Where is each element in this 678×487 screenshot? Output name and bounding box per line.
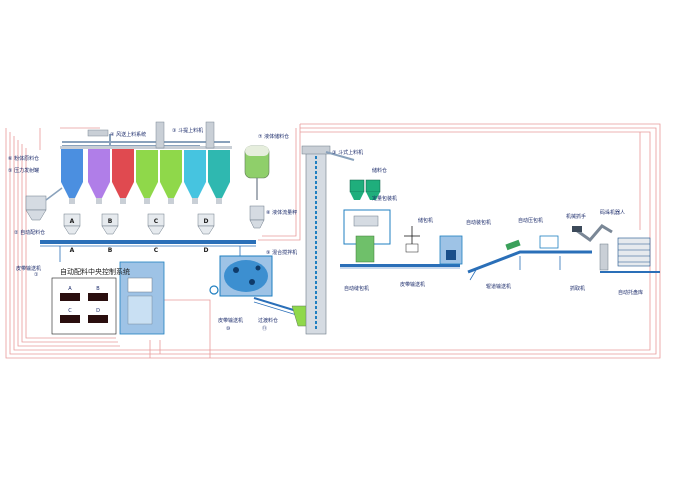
scale-c-label: C [154,247,159,254]
tall-bucket-elevator [301,145,355,335]
silo-blue [61,148,83,204]
pressure-tank [25,187,63,221]
label-storage-bin: 储料仓 [372,167,387,174]
label-grabber: 抓取机 [570,285,585,292]
label-layer: ⑥ 粉体原料仓 ⑤ 压力发射罐 ④ 风送上料系统 ③ 斗提上料机 ⑦ 液体储料仓… [8,127,643,332]
panel-tag-b: B [96,286,100,292]
zone-c-label: C [154,218,159,225]
silo-purple [88,148,110,204]
middle-belt-conveyor [340,264,460,269]
scale-a-label: A [70,247,75,254]
label-num-1: ① [34,272,39,278]
label-air-conveyor: ④ 风送上料系统 [110,131,146,138]
batching-hoppers: A B C D [63,213,215,235]
roller-conveyor [467,239,592,281]
quant-packer [343,209,391,263]
label-auto-case-packer: 自动装包机 [466,219,491,226]
label-powder-silo: ⑥ 粉体原料仓 [8,155,39,162]
control-panel: A B C D [51,277,117,335]
scale-b-label: B [108,247,113,254]
auto-press [539,235,559,249]
liquid-tank [244,145,270,200]
label-liquid-scale: ⑧ 液体流量秤 [266,209,297,216]
label-num-11: ⑪ [262,325,267,332]
pallet-store [617,237,651,267]
label-pallet-store: 自动托盘库 [618,289,643,296]
label-liquid-tank: ⑦ 液体储料仓 [258,133,289,140]
label-roller-conveyor: 辊道输送机 [486,283,511,290]
label-belt-conveyor-left: 皮带输送机 [16,265,41,272]
silo-teal [208,150,230,204]
wiring-network [5,123,661,359]
bag-storage [404,226,420,253]
label-mixer: ⑨ 混合搅拌机 [266,249,297,256]
label-pallet-robot: 码垛机器人 [600,209,625,216]
scale-d-label: D [204,247,209,254]
auto-case-packer [439,235,463,265]
label-belt-conveyor-mid: 皮带输送机 [400,281,425,288]
silo-red [112,148,134,204]
label-belt-conveyor-bottom: 皮带输送机 [218,317,243,324]
hopper-d: D [197,213,215,235]
pallet-robot [599,243,660,273]
zone-d-label: D [204,218,209,225]
zone-b-label: B [108,218,113,225]
mixer [209,255,273,297]
bottom-belt-conveyor [253,297,301,317]
panel-tag-d: D [96,308,100,314]
control-cabinet [119,261,165,335]
liquid-flow-scale [249,205,265,229]
label-auto-sealer: 自动缝包机 [344,285,369,292]
label-transition-bin: 过渡料仓 [258,317,278,324]
silo-green-2 [160,150,182,204]
top-bucket-elevators [87,121,215,149]
silo-cyan [184,150,206,204]
silo-green [136,150,158,204]
robot-arm [572,224,613,243]
hopper-a: A [63,213,81,235]
silo-group [60,146,232,204]
zone-a-label: A [70,218,75,225]
label-auto-press: 自动压包机 [518,217,543,224]
storage-bins [349,179,381,200]
label-quant-packer: 定量包装机 [372,195,397,202]
label-pressure-tank: ⑤ 压力发射罐 [8,167,39,174]
hopper-c: C [147,213,165,235]
hopper-b: B [101,213,119,235]
label-control-system: 自动配料中央控制系统 [60,267,130,276]
label-bucket-elevator-top: ③ 斗提上料机 [172,127,203,134]
scale-row: A B C D [70,247,209,254]
panel-tag-c: C [68,308,72,314]
label-bag-storage: 储包机 [418,217,433,224]
panel-tag-a: A [68,286,72,292]
label-auto-batching: ② 自动配料仓 [14,229,45,236]
label-bucket-elevator-right: ③ 斗式上料机 [332,149,363,156]
label-num-10: ⑩ [226,326,231,332]
label-robot-arm: 机械抓手 [566,213,586,220]
